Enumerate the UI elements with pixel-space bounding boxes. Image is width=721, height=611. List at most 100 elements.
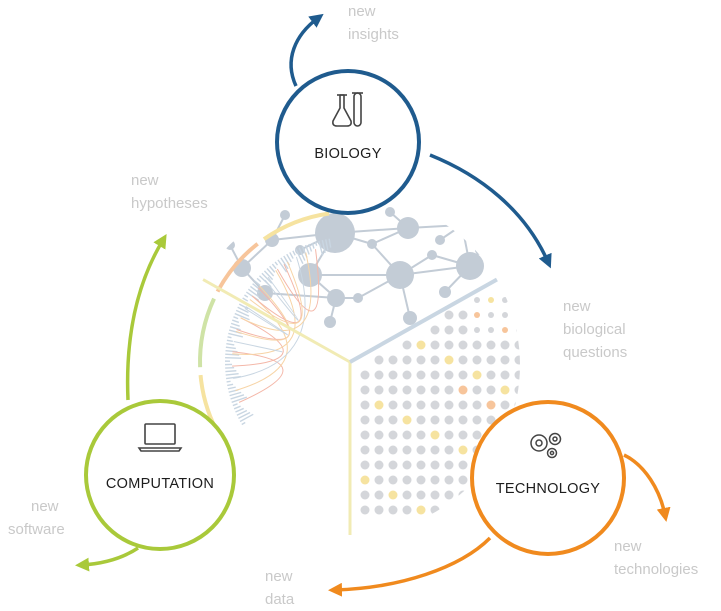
circular-tick [304, 244, 310, 255]
matrix-dot [402, 400, 412, 410]
matrix-dot [402, 460, 412, 470]
matrix-dot [416, 490, 426, 500]
matrix-dot [500, 340, 510, 350]
circular-tick [226, 339, 233, 343]
circular-tick [235, 407, 244, 413]
circular-link [235, 295, 288, 392]
matrix-dot [486, 400, 496, 410]
matrix-dot [416, 355, 426, 365]
matrix-dot [472, 370, 482, 380]
matrix-dot [388, 415, 398, 425]
circular-link [236, 287, 290, 340]
matrix-dot [430, 325, 440, 335]
matrix-dot [360, 475, 370, 485]
matrix-dot [416, 460, 426, 470]
circular-tick [325, 239, 329, 251]
circular-tick [244, 294, 249, 298]
circular-tick [235, 309, 250, 317]
matrix-dot [374, 445, 384, 455]
circular-tick [227, 336, 232, 339]
circular-tick [280, 257, 289, 270]
matrix-dot [402, 490, 412, 500]
matrix-dot [444, 445, 454, 455]
network-node [439, 286, 451, 298]
matrix-dot [374, 430, 384, 440]
matrix-dot [374, 400, 384, 410]
matrix-dot [458, 325, 468, 335]
matrix-dot [458, 310, 468, 320]
matrix-dot [402, 340, 412, 350]
matrix-dot [388, 445, 398, 455]
matrix-dot [374, 490, 384, 500]
matrix-dot [430, 370, 440, 380]
matrix-dot [430, 340, 440, 350]
network-node [435, 235, 445, 245]
circular-tick [238, 303, 249, 310]
circular-link [249, 261, 303, 325]
network-node [367, 239, 377, 249]
circular-tick [233, 316, 239, 320]
matrix-dot [402, 415, 412, 425]
matrix-dot [416, 445, 426, 455]
circular-tick [247, 288, 260, 298]
arrow-computation-hypotheses [125, 234, 167, 401]
matrix-dot [416, 505, 426, 515]
matrix-dot [416, 370, 426, 380]
network-node [327, 289, 345, 307]
biology-label: BIOLOGY [314, 146, 381, 162]
matrix-dot [416, 475, 426, 485]
matrix-dot [430, 490, 440, 500]
matrix-dot [486, 355, 496, 365]
matrix-dot [458, 400, 468, 410]
matrix-dot [416, 385, 426, 395]
circular-tick [295, 248, 304, 265]
matrix-dot [514, 355, 520, 365]
matrix-dot [430, 505, 440, 515]
circular-tick [277, 259, 288, 273]
matrix-dot [402, 475, 412, 485]
circular-tick [314, 241, 318, 246]
circular-tick [269, 265, 276, 273]
circular-tick [241, 421, 246, 426]
matrix-dot [402, 385, 412, 395]
matrix-dot [360, 370, 370, 380]
output-label-software: new software [8, 498, 65, 538]
matrix-dot [458, 445, 468, 455]
circular-tick [230, 394, 245, 400]
matrix-dot [514, 370, 520, 380]
matrix-dot [430, 415, 440, 425]
matrix-dot [500, 385, 510, 395]
network-graphic [225, 207, 485, 328]
matrix-dot [458, 415, 468, 425]
circular-arc [198, 297, 216, 368]
matrix-dot [516, 327, 520, 333]
network-node [427, 250, 437, 260]
output-label-data: new data [265, 568, 297, 608]
matrix-dot [388, 400, 398, 410]
matrix-dot [486, 370, 496, 380]
circular-tick [318, 240, 324, 256]
network-node [403, 311, 417, 325]
matrix-dot [444, 370, 454, 380]
matrix-dot [500, 355, 510, 365]
circular-tick [261, 272, 273, 284]
lab-flask-icon [332, 92, 363, 127]
circular-tick [308, 243, 313, 252]
matrix-dot [374, 385, 384, 395]
matrix-dot [416, 400, 426, 410]
matrix-dot [360, 505, 370, 515]
circular-tick [233, 405, 241, 410]
output-label-hypotheses: new hypotheses [131, 172, 208, 212]
network-node [397, 217, 419, 239]
matrix-dot [472, 430, 482, 440]
circular-tick [226, 343, 235, 346]
matrix-dot [500, 370, 510, 380]
computation-node: COMPUTATION [84, 399, 236, 551]
matrix-dot [430, 460, 440, 470]
matrix-dot [374, 355, 384, 365]
circular-tick [254, 280, 261, 287]
matrix-dot [472, 385, 482, 395]
matrix-dot [458, 475, 468, 485]
matrix-dot [388, 490, 398, 500]
circular-tick [225, 346, 236, 350]
